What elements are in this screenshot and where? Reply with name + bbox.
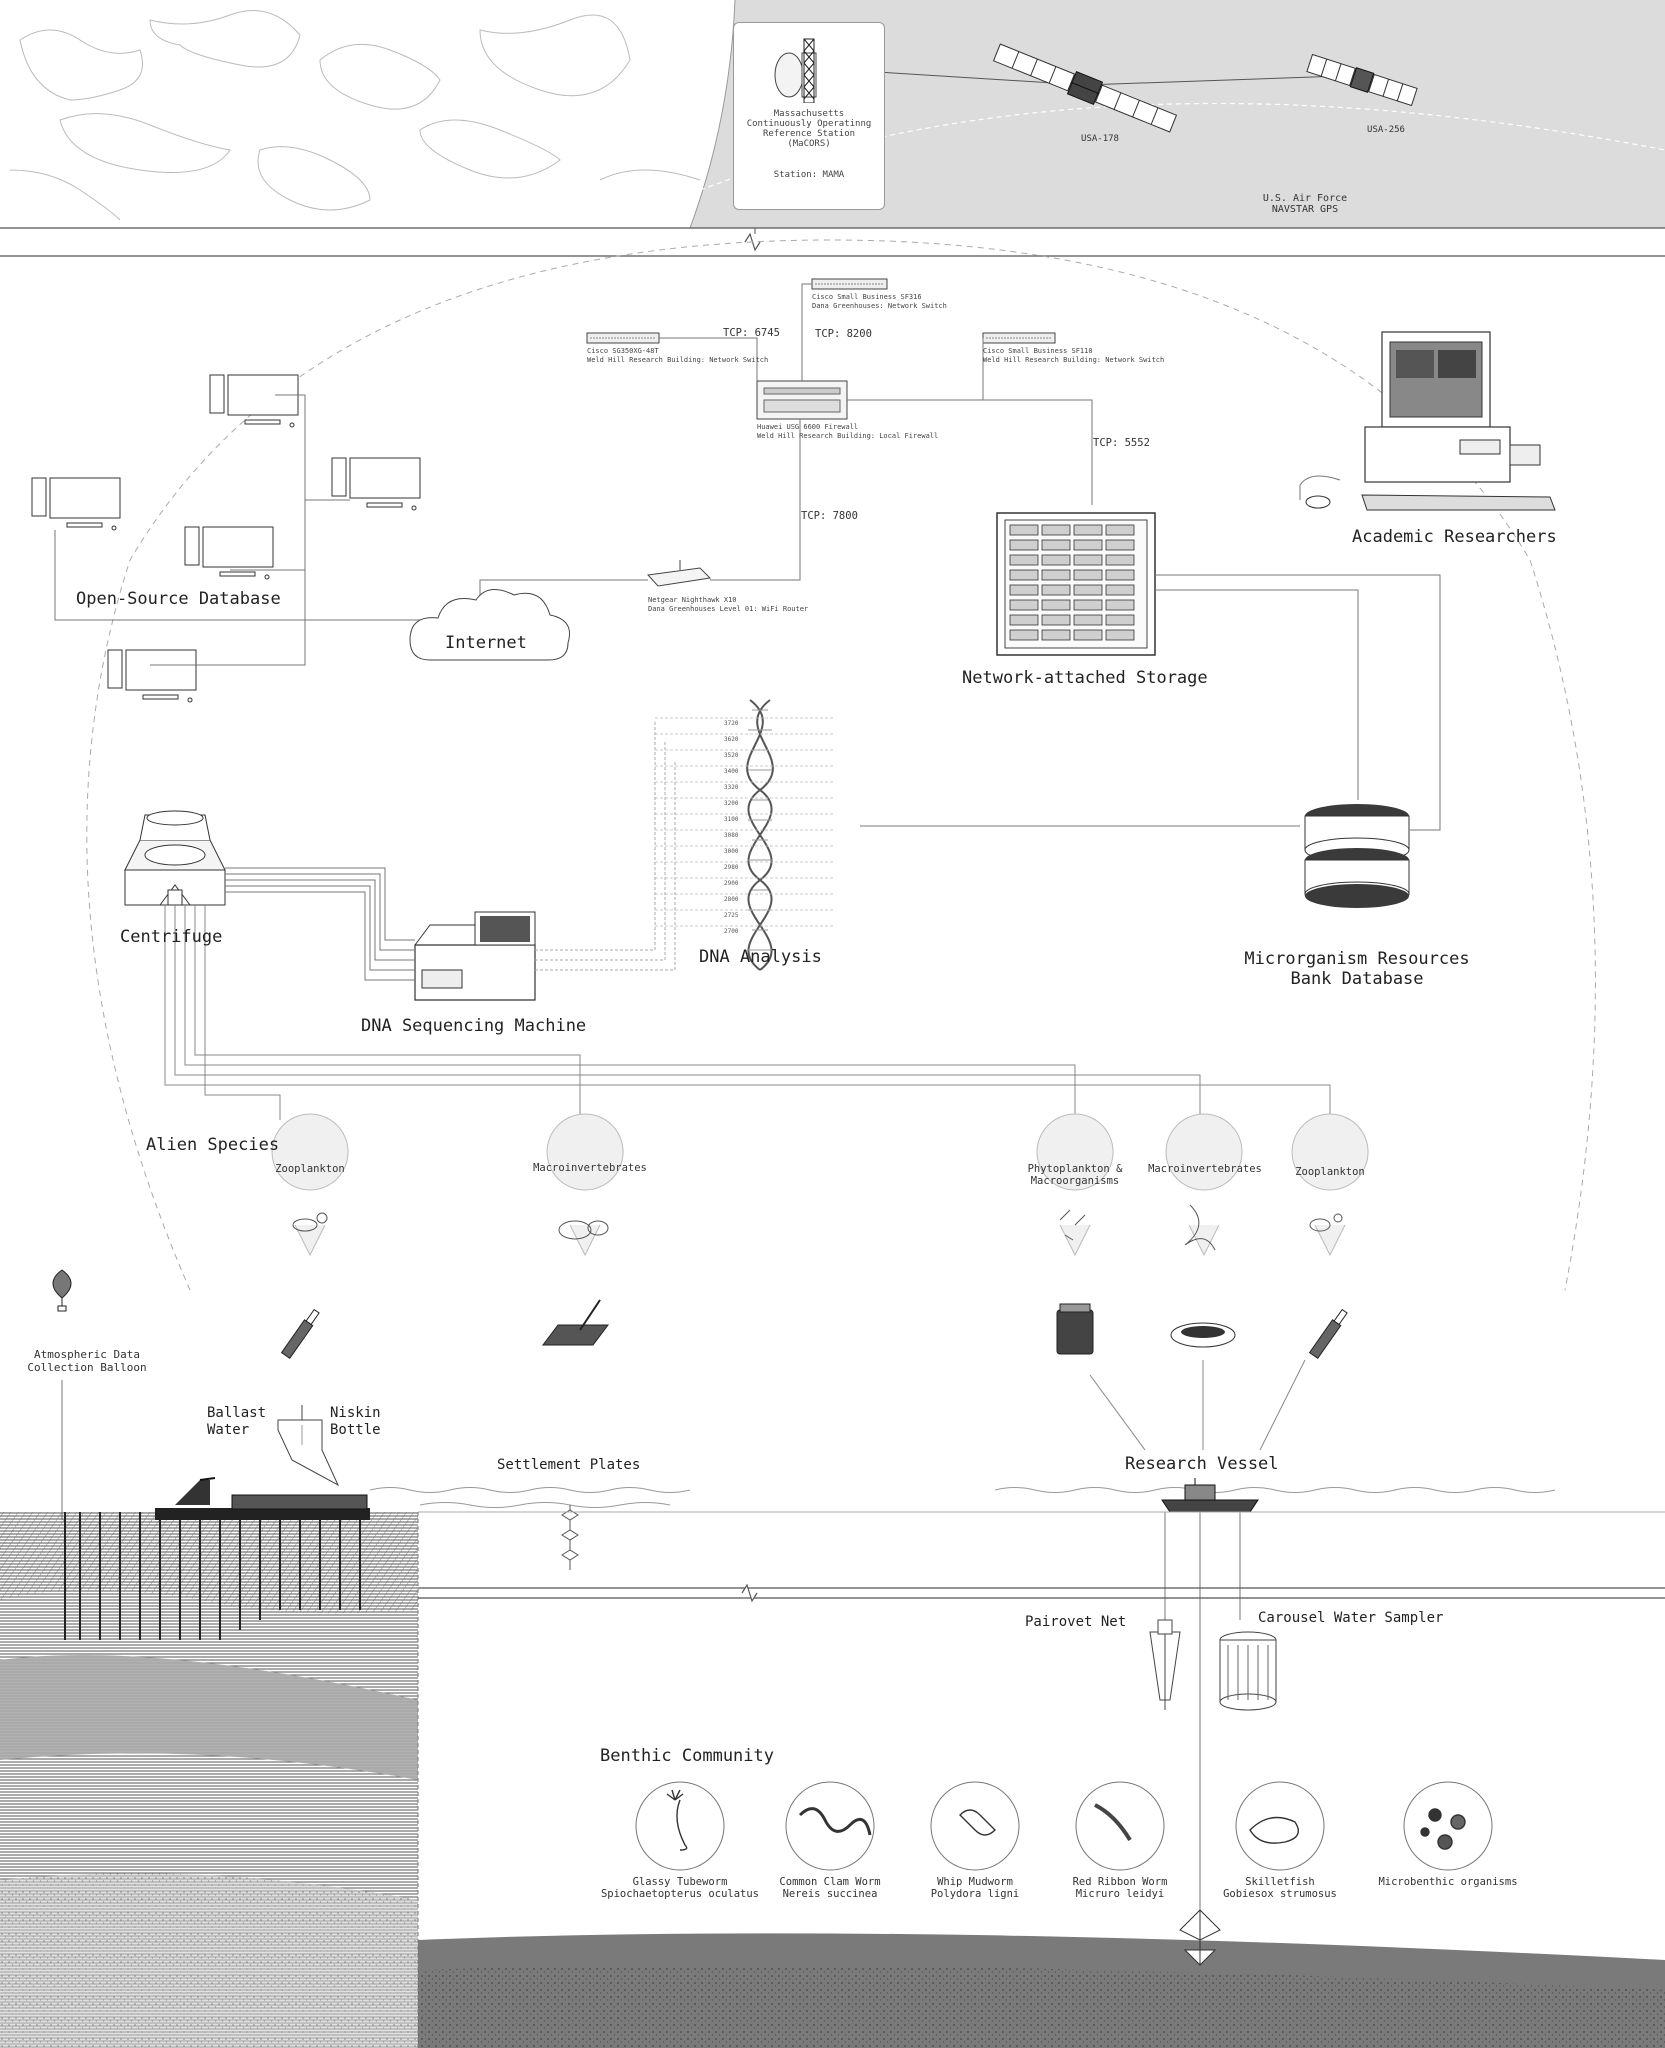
- benthic-item-common: Whip Mudworm: [937, 1876, 1013, 1888]
- benthic-item-common: Microbenthic organisms: [1378, 1876, 1518, 1888]
- settlement-label: Settlement Plates: [497, 1457, 641, 1473]
- station-id: Station: MAMA: [773, 170, 845, 180]
- dna-tick: 2980: [724, 864, 739, 871]
- zoo-left-label: Zooplankton: [275, 1163, 345, 1175]
- ballast-label: Ballast Water: [207, 1405, 267, 1438]
- dna-helix-icon: [655, 699, 835, 971]
- benthic-item-latin: Nereis succinea: [782, 1888, 878, 1900]
- dna-tick: 3400: [724, 768, 739, 775]
- macro-left-label: Macroinvertebrates: [533, 1162, 647, 1174]
- bank-database-icon: [1304, 804, 1410, 908]
- carousel-sampler-icon: [1219, 1631, 1277, 1711]
- sequencer-icon: [414, 911, 536, 1001]
- router-label: Netgear Nighthawk X10 Dana Greenhouses L…: [648, 596, 809, 613]
- dna-tick: 2725: [724, 912, 739, 919]
- gps-receiver-icon: [774, 38, 817, 103]
- open-source-computers: [31, 374, 421, 703]
- switch-right-label: Cisco Small Business SF110 Weld Hill Res…: [983, 347, 1165, 364]
- dna-tick: 3100: [724, 816, 739, 823]
- benthic-item-latin: Spiochaetopterus oculatus: [600, 1888, 760, 1900]
- benthic-item-common: Skilletfish: [1245, 1876, 1315, 1888]
- dna-tick: 3620: [724, 736, 739, 743]
- switch-top-label: Cisco Small Business SF316 Dana Greenhou…: [812, 293, 947, 310]
- benthic-item-common: Red Ribbon Worm: [1072, 1876, 1168, 1888]
- switch-right-icon: [982, 332, 1056, 344]
- phyto-label: Phytoplankton & Macroorganisms: [1027, 1163, 1123, 1187]
- station-name: Massachusetts Continuously Operatinng Re…: [746, 109, 872, 149]
- port-section: [0, 1477, 418, 2048]
- benthic-item-latin: Polydora ligni: [930, 1888, 1020, 1900]
- benthic-item-latin: Micruro leidyi: [1075, 1888, 1165, 1900]
- carousel-label: Carousel Water Sampler: [1258, 1610, 1444, 1626]
- switch-top-icon: [811, 278, 888, 290]
- benthic-circles: [635, 1781, 1493, 1871]
- nas-icon: [996, 512, 1156, 656]
- constellation-label: U.S. Air Force NAVSTAR GPS: [1262, 193, 1348, 215]
- dna-tick-labels: 3720 3620 3520 3400 3320 3200 3100 3080 …: [724, 716, 746, 940]
- station-card: Massachusetts Continuously Operatinng Re…: [733, 22, 885, 210]
- dna-analysis-label: DNA Analysis: [699, 947, 822, 967]
- dna-tick: 2700: [724, 928, 739, 935]
- satellite-usa178-icon: [992, 43, 1178, 133]
- sky-region: [690, 0, 1665, 228]
- academic-computer-icon: [1305, 331, 1556, 511]
- firewall-label: Huawei USG 6600 Firewall Weld Hill Resea…: [757, 423, 939, 440]
- tcp-label-a: TCP: 6745: [723, 327, 780, 339]
- internet-label: Internet: [445, 633, 527, 653]
- benthic-item-common: Glassy Tubeworm: [632, 1876, 728, 1888]
- sampling-tools: [280, 1299, 1348, 1360]
- dna-tick: 3720: [724, 720, 739, 727]
- dna-tick: 2900: [724, 880, 739, 887]
- sat1-label: USA-178: [1081, 134, 1119, 144]
- alien-species-label: Alien Species: [146, 1135, 280, 1155]
- grab-sampler-icon: [1179, 1909, 1221, 1966]
- open-source-db-label: Open-Source Database: [76, 589, 281, 609]
- tcp-label-d: TCP: 7800: [801, 510, 858, 522]
- zoo-right-label: Zooplankton: [1295, 1166, 1365, 1178]
- dna-tick: 3080: [724, 832, 739, 839]
- router-icon: [646, 560, 712, 587]
- benthic-organism-drawings: [666, 1789, 1466, 1851]
- switch-left-icon: [586, 332, 660, 344]
- sample-bubbles: [271, 1113, 1369, 1257]
- tcp-label-b: TCP: 8200: [815, 328, 872, 340]
- dna-tick: 2800: [724, 896, 739, 903]
- pairovet-net-icon: [1149, 1619, 1181, 1710]
- dna-tick: 3320: [724, 784, 739, 791]
- map-area: [0, 0, 740, 228]
- internet-cloud: [409, 589, 570, 661]
- dna-tick: 3520: [724, 752, 739, 759]
- sat2-label: USA-256: [1367, 125, 1405, 135]
- niskin-bottle-icon: [277, 1405, 340, 1487]
- centrifuge-label: Centrifuge: [120, 927, 223, 947]
- bank-db-label: Microrganism Resources Bank Database: [1244, 949, 1470, 989]
- dna-tick: 3000: [724, 848, 739, 855]
- satellite-usa256-icon: [1306, 53, 1418, 107]
- research-vessel-icon: [1161, 1478, 1259, 1513]
- benthic-item-common: Common Clam Worm: [779, 1876, 881, 1888]
- balloon-icon: [52, 1269, 72, 1312]
- pairovet-label: Pairovet Net: [1025, 1614, 1127, 1630]
- macro-right-label: Macroinvertebrates: [1148, 1163, 1262, 1175]
- benthic-item-latin: Gobiesox strumosus: [1223, 1888, 1337, 1900]
- tcp-label-c: TCP: 5552: [1093, 437, 1150, 449]
- switch-left-label: Cisco SG350XG-48T Weld Hill Research Bui…: [587, 347, 769, 364]
- dna-tick: 3200: [724, 800, 739, 807]
- academic-label: Academic Researchers: [1352, 527, 1557, 547]
- sequencer-label: DNA Sequencing Machine: [361, 1016, 587, 1036]
- vessel-label: Research Vessel: [1125, 1454, 1279, 1474]
- nas-label: Network-attached Storage: [962, 668, 1208, 688]
- centrifuge-icon: [124, 810, 226, 906]
- niskin-label: Niskin Bottle: [330, 1405, 381, 1438]
- settlement-plates-icon: [561, 1505, 579, 1570]
- balloon-label: Atmospheric Data Collection Balloon: [27, 1348, 147, 1374]
- firewall-icon: [756, 380, 848, 420]
- benthic-title: Benthic Community: [600, 1746, 774, 1766]
